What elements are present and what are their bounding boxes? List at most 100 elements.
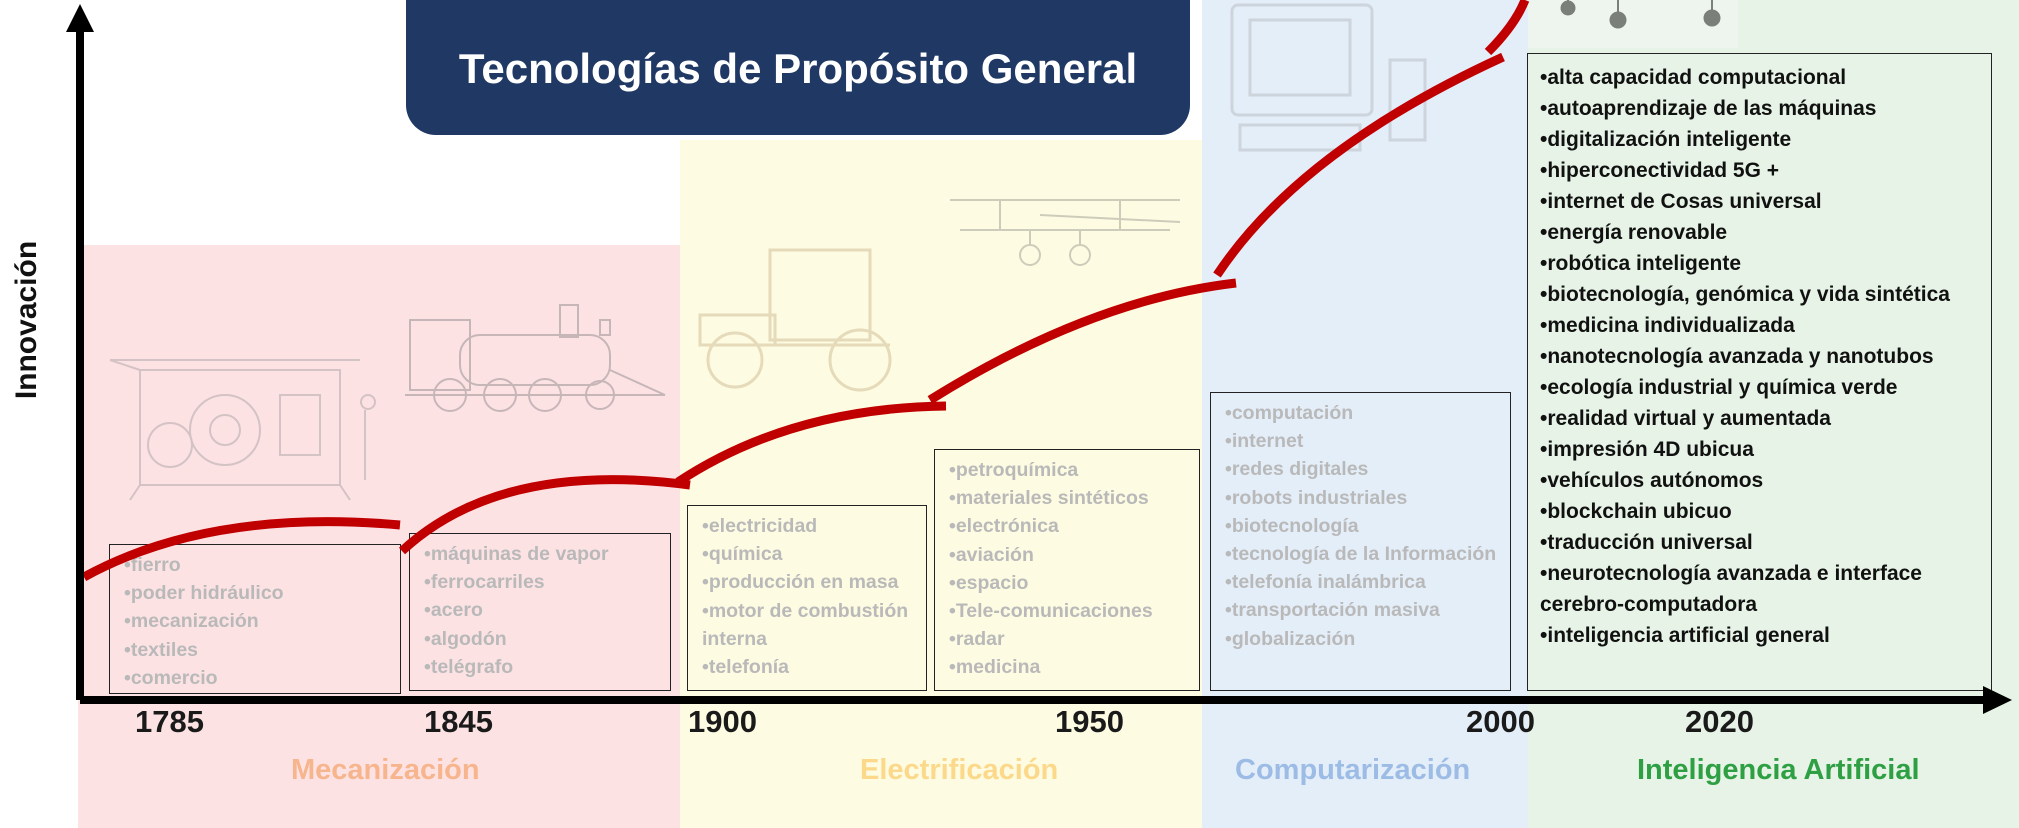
technology-item: •nanotecnología avanzada y nanotubos: [1540, 341, 1985, 372]
technology-item-label: impresión 4D ubicua: [1547, 438, 1754, 461]
technology-item: •producción en masa: [702, 568, 918, 596]
technology-box-1845: •máquinas de vapor•ferrocarriles•acero•a…: [409, 533, 671, 691]
technology-item-label: transportación masiva: [1231, 599, 1440, 622]
bullet-icon: •: [1540, 624, 1548, 647]
curve-segment-1900: [675, 401, 947, 486]
technology-item: •impresión 4D ubicua: [1540, 434, 1985, 465]
technology-item: •poder hidráulico: [124, 579, 392, 607]
bullet-icon: •: [1540, 376, 1548, 399]
technology-box-2000: •computación•internet•redes digitales•ro…: [1210, 392, 1511, 691]
technology-item: •internet: [1225, 427, 1502, 455]
bullet-icon: •: [1540, 66, 1548, 89]
technology-item-label: acero: [430, 599, 483, 622]
axes: [66, 4, 2012, 714]
era-label-inteligencia-artificial: Inteligencia Artificial: [1637, 754, 1920, 786]
technology-item-label: traducción universal: [1547, 531, 1753, 554]
technology-item-label: radar: [955, 628, 1005, 651]
technology-item-label: comercio: [130, 666, 218, 689]
technology-item: •electricidad: [702, 512, 918, 540]
technology-item: •telefonía: [702, 653, 918, 681]
y-axis-arrowhead: [66, 4, 94, 32]
technology-item: •textiles: [124, 636, 392, 664]
technology-item-label: medicina individualizada: [1547, 314, 1795, 337]
bullet-icon: •: [1540, 438, 1548, 461]
technology-item: •máquinas de vapor: [424, 540, 662, 568]
bullet-icon: •: [949, 515, 956, 538]
technology-item: •química: [702, 540, 918, 568]
bullet-icon: •: [1225, 543, 1232, 566]
bullet-icon: •: [424, 655, 431, 678]
technology-item: •computación: [1225, 399, 1502, 427]
technology-item-label: electricidad: [708, 515, 818, 537]
steam-thresher-illustration: [109, 359, 376, 501]
bullet-icon: •: [1540, 531, 1548, 554]
technology-item: •robótica inteligente: [1540, 248, 1985, 279]
bullet-icon: •: [1225, 571, 1232, 594]
technology-item-label: mecanización: [130, 610, 259, 633]
technology-item-label: energía renovable: [1547, 221, 1728, 244]
bullet-icon: •: [1540, 159, 1548, 182]
technology-item-label: internet de Cosas universal: [1547, 190, 1822, 213]
bullet-icon: •: [1225, 627, 1232, 650]
bullet-icon: •: [949, 571, 956, 594]
bullet-icon: •: [1540, 314, 1548, 337]
robot-illustration: [1528, 0, 1738, 48]
technology-item-label: aviación: [955, 543, 1034, 566]
bullet-icon: •: [124, 666, 131, 689]
bullet-icon: •: [1540, 190, 1548, 213]
bullet-icon: •: [1540, 252, 1548, 275]
bullet-icon: •: [124, 582, 131, 605]
biplane-illustration: [950, 199, 1181, 266]
technology-item: •ferrocarriles: [424, 568, 662, 596]
x-axis-arrowhead: [1983, 686, 2012, 714]
technology-item-label: realidad virtual y aumentada: [1547, 407, 1831, 430]
year-label-1900: 1900: [688, 704, 757, 739]
band-electrificacion: [680, 140, 1202, 828]
technology-item-label: inteligencia artificial general: [1547, 624, 1830, 647]
technology-item: •energía renovable: [1540, 217, 1985, 248]
bullet-icon: •: [424, 599, 431, 622]
technology-item-label: poder hidráulico: [130, 582, 284, 605]
technology-item: •realidad virtual y aumentada: [1540, 403, 1985, 434]
era-label-electrificacion: Electrificación: [860, 754, 1059, 786]
year-label-1950: 1950: [1055, 704, 1124, 739]
bullet-icon: •: [424, 627, 431, 650]
technology-item-label: materiales sintéticos: [955, 487, 1149, 510]
technology-item: •inteligencia artificial general: [1540, 620, 1985, 651]
technology-item-label: fierro: [130, 554, 181, 576]
bullet-icon: •: [949, 628, 956, 651]
technology-item: •medicina: [949, 653, 1191, 681]
technology-item-label: biotecnología, genómica y vida sintética: [1547, 283, 1950, 306]
technology-item: •vehículos autónomos: [1540, 465, 1985, 496]
technology-item: •acero: [424, 596, 662, 624]
bullet-icon: •: [424, 571, 431, 594]
year-label-2020: 2020: [1685, 704, 1754, 739]
bullet-icon: •: [702, 515, 709, 537]
technology-item: •traducción universal: [1540, 527, 1985, 558]
bullet-icon: •: [702, 571, 709, 594]
technology-item: •radar: [949, 625, 1191, 653]
technology-item-label: autoaprendizaje de las máquinas: [1547, 97, 1877, 120]
technology-item: •alta capacidad computacional: [1540, 62, 1985, 93]
technology-item: •redes digitales: [1225, 455, 1502, 483]
curve-segment-1950: [927, 278, 1237, 404]
technology-item-label: ecología industrial y química verde: [1547, 376, 1898, 399]
bullet-icon: •: [949, 459, 956, 481]
technology-box-1785: •fierro•poder hidráulico•mecanización•te…: [109, 544, 401, 694]
technology-item-label: máquinas de vapor: [430, 543, 609, 565]
technology-item-label: producción en masa: [708, 571, 899, 594]
technology-item: •electrónica: [949, 512, 1191, 540]
technology-item-label: robótica inteligente: [1547, 252, 1742, 275]
era-label-computarizacion: Computarización: [1235, 754, 1471, 786]
technology-item-label: redes digitales: [1231, 458, 1369, 481]
technology-item: •blockchain ubicuo: [1540, 496, 1985, 527]
technology-item: •robots industriales: [1225, 484, 1502, 512]
technology-box-2020: •alta capacidad computacional•autoaprend…: [1527, 53, 1992, 691]
bullet-icon: •: [1540, 407, 1548, 430]
year-label-1785: 1785: [135, 704, 204, 739]
curve-segment-2000: [1213, 52, 1505, 278]
technology-item-label: alta capacidad computacional: [1547, 66, 1847, 89]
bullet-icon: •: [1225, 486, 1232, 509]
technology-item: •internet de Cosas universal: [1540, 186, 1985, 217]
